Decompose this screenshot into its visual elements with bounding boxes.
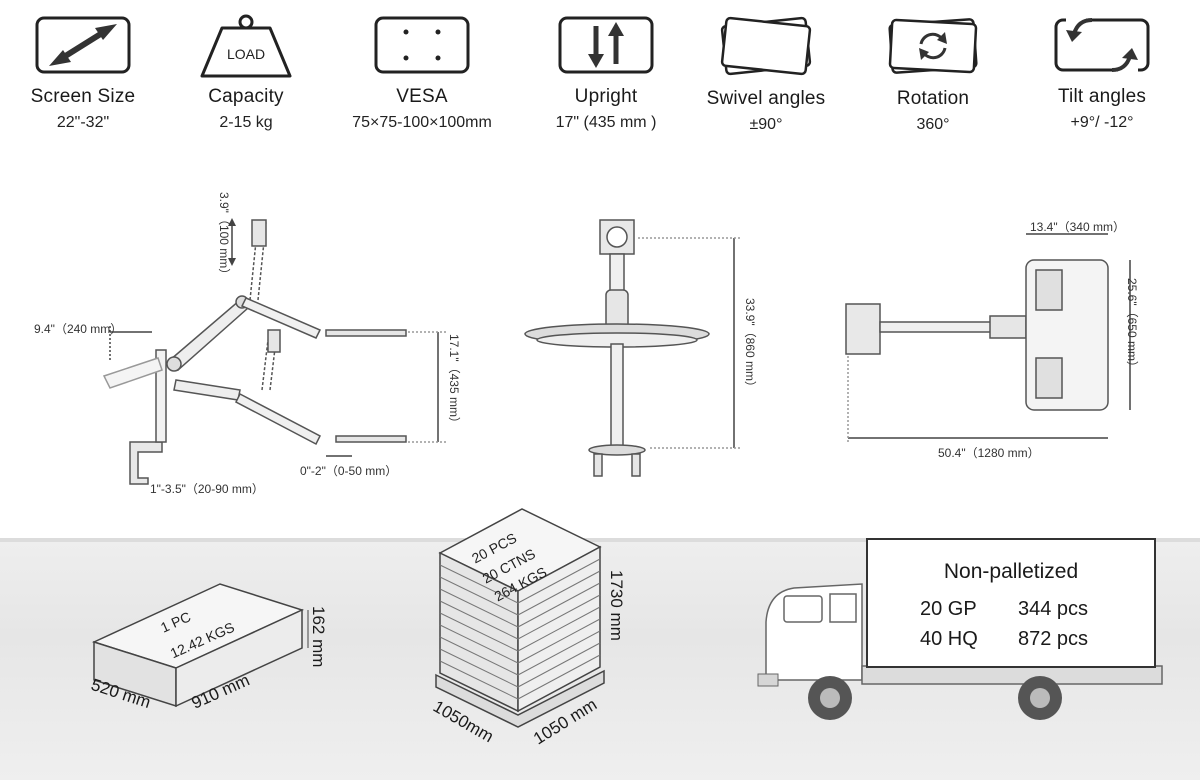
pole-height-dimension: 17.1"（435 mm） (447, 334, 461, 429)
container-qty: 344 pcs (1018, 598, 1089, 620)
load-label: LOAD (227, 46, 265, 62)
spec-value: 22"-32" (56, 114, 110, 131)
total-height-dimension: 33.9"（860 mm） (743, 298, 757, 393)
spec-value: ±90° (749, 116, 783, 133)
single-box-diagram (91, 583, 309, 708)
arm-reach-dimension: 9.4"（240 mm） (34, 322, 123, 336)
spec-title: Upright (574, 86, 638, 107)
rotation-icon (888, 18, 978, 74)
spec-vesa: VESA 75×75-100×100mm (347, 14, 497, 132)
shipping-row-20gp: 20 GP 344 pcs (920, 598, 1116, 621)
spec-title: Capacity (208, 86, 284, 107)
spec-title: Swivel angles (706, 88, 826, 109)
top-view-diagram (845, 233, 1131, 444)
container-qty: 872 pcs (1018, 628, 1089, 650)
up-down-arrows-icon (558, 16, 654, 74)
spec-value: +9°/ -12° (1070, 114, 1134, 131)
spec-rotation: Rotation 360° (858, 14, 1008, 134)
swivel-screens-icon (720, 16, 812, 76)
tilt-arrows-icon (1054, 14, 1150, 76)
spec-title: Rotation (896, 88, 970, 109)
load-weight-icon: LOAD (200, 14, 292, 78)
spec-screen-size: Screen Size 22"-32" (8, 14, 158, 132)
spec-capacity: LOAD Capacity 2-15 kg (171, 14, 321, 132)
container-type: 40 HQ (920, 628, 978, 650)
spec-tilt: Tilt angles +9°/ -12° (1027, 14, 1177, 132)
clamp-range-dimension: 1"-3.5"（20-90 mm） (150, 482, 264, 496)
spec-swivel: Swivel angles ±90° (691, 14, 841, 134)
spec-upright: Upright 17" (435 mm ) (531, 14, 681, 132)
shipping-title: Non-palletized (943, 560, 1079, 583)
spec-title: VESA (396, 86, 448, 107)
tray-slide-dimension: 0"-2"（0-50 mm） (300, 464, 398, 478)
spec-value: 75×75-100×100mm (352, 114, 492, 131)
pallet-diagram (435, 508, 605, 728)
shipping-row-40hq: 40 HQ 872 pcs (920, 628, 1116, 651)
spec-title: Tilt angles (1057, 86, 1147, 107)
truck-diagram (757, 583, 1163, 720)
spec-value: 2-15 kg (219, 114, 273, 131)
container-type: 20 GP (920, 598, 977, 620)
single-box-height: 162 mm (309, 606, 328, 668)
shipping-capacity-box: Non-palletized 20 GP 344 pcs 40 HQ 872 pcs (866, 538, 1156, 668)
spec-title: Screen Size (30, 86, 136, 107)
total-reach-dimension: 50.4"（1280 mm） (938, 446, 1040, 460)
side-view-diagram (102, 218, 446, 485)
spec-value: 17" (435 mm ) (555, 114, 657, 131)
pallet-height: 1730 mm (607, 570, 626, 641)
tray-width-dimension: 13.4"（340 mm） (1030, 220, 1125, 234)
floor-line (0, 538, 1200, 542)
vesa-plate-icon (374, 16, 470, 74)
spec-value: 360° (916, 116, 950, 133)
tray-depth-dimension: 25.6"（650 mm） (1125, 278, 1139, 373)
height-adjust-dimension: 3.9"（100 mm） (217, 192, 231, 281)
diagonal-arrow-icon (35, 16, 131, 74)
front-view-diagram (524, 219, 740, 477)
